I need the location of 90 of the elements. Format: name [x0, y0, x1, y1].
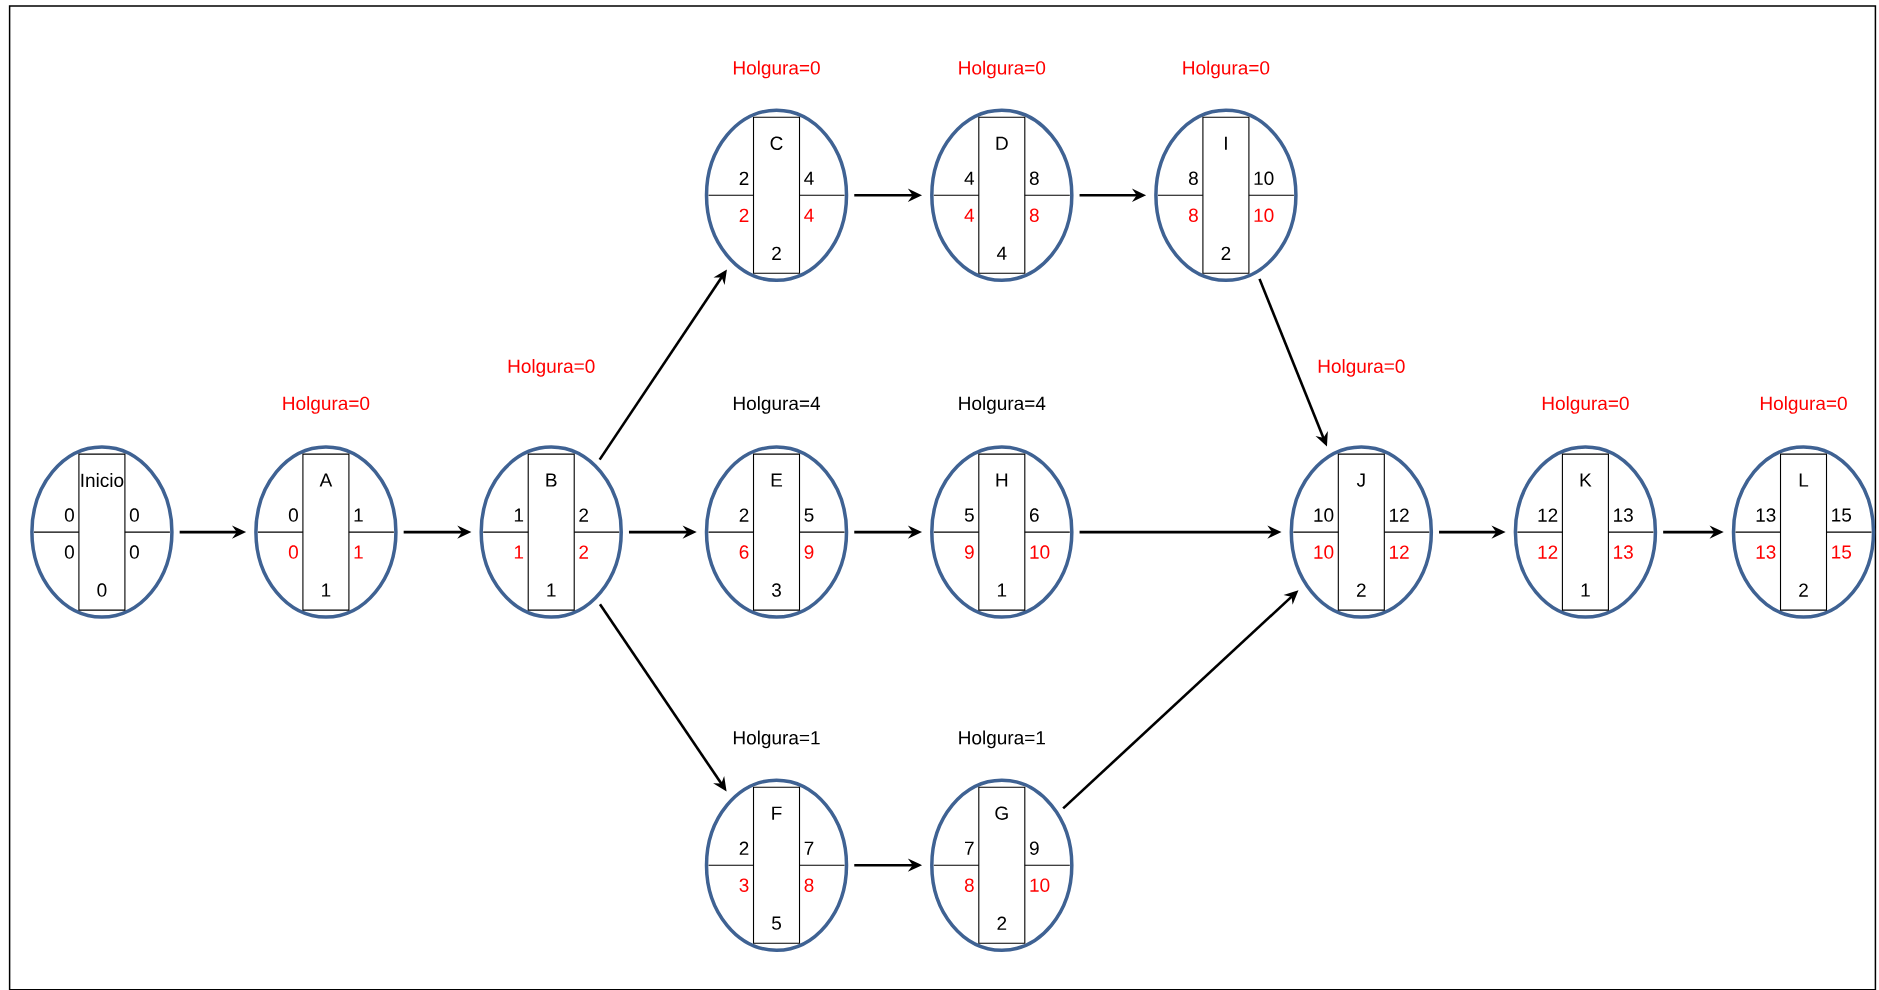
duration: 2 — [1357, 583, 1366, 597]
early-start: 2 — [739, 171, 749, 185]
duration: 1 — [1581, 583, 1590, 597]
late-start: 0 — [64, 545, 74, 559]
late-start: 10 — [1314, 545, 1334, 559]
duration: 2 — [1221, 246, 1231, 260]
slack-label: Holgura=0 — [1760, 396, 1847, 414]
late-finish: 10 — [1030, 545, 1050, 559]
activity-name: Inicio — [81, 473, 124, 488]
early-start: 0 — [64, 508, 74, 522]
slack-label: Holgura=1 — [959, 730, 1045, 749]
activity-name: D — [996, 136, 1008, 150]
early-finish: 2 — [579, 508, 589, 522]
late-finish: 1 — [354, 545, 363, 559]
late-finish: 10 — [1254, 208, 1274, 222]
early-finish: 0 — [129, 508, 139, 522]
activity-name: B — [546, 473, 557, 487]
late-start: 8 — [964, 878, 974, 892]
slack-label: Holgura=0 — [283, 396, 370, 414]
late-start: 0 — [288, 545, 298, 559]
late-finish: 13 — [1614, 545, 1633, 559]
early-start: 7 — [965, 841, 974, 855]
slack-label: Holgura=1 — [733, 730, 820, 749]
late-start: 8 — [1189, 208, 1198, 222]
slack-label: Holgura=0 — [733, 60, 820, 79]
slack-label: Holgura=0 — [1318, 359, 1405, 377]
early-start: 8 — [1189, 171, 1198, 185]
duration: 5 — [772, 916, 781, 930]
early-finish: 12 — [1389, 508, 1409, 522]
early-start: 13 — [1756, 508, 1776, 522]
activity-name: J — [1356, 473, 1365, 487]
duration: 2 — [772, 246, 781, 260]
activity-name: I — [1225, 136, 1227, 150]
late-finish: 15 — [1832, 545, 1852, 559]
late-finish: 12 — [1389, 545, 1409, 559]
activity-name: E — [771, 473, 783, 487]
early-start: 2 — [739, 508, 749, 522]
late-start: 4 — [964, 208, 975, 222]
activity-name: A — [319, 473, 333, 487]
duration: 0 — [97, 583, 107, 597]
early-start: 2 — [739, 841, 749, 855]
early-finish: 6 — [1029, 508, 1039, 522]
late-start: 12 — [1538, 545, 1558, 559]
activity-name: G — [995, 806, 1008, 820]
early-finish: 15 — [1832, 508, 1852, 522]
slack-label: Holgura=4 — [733, 396, 821, 414]
slack-label: Holgura=0 — [508, 359, 595, 377]
late-start: 9 — [964, 545, 974, 559]
late-start: 1 — [514, 545, 524, 559]
late-finish: 9 — [804, 545, 814, 559]
early-start: 10 — [1314, 508, 1334, 522]
early-start: 0 — [288, 508, 298, 522]
early-finish: 1 — [354, 508, 363, 522]
early-start: 5 — [964, 508, 974, 522]
activity-name: H — [996, 473, 1008, 487]
slack-label: Holgura=0 — [1542, 396, 1629, 414]
slack-label: Holgura=0 — [1183, 60, 1270, 79]
late-finish: 4 — [804, 208, 814, 222]
late-finish: 2 — [579, 545, 589, 559]
late-start: 2 — [739, 208, 749, 222]
early-start: 1 — [514, 508, 524, 522]
early-finish: 7 — [804, 841, 814, 855]
activity-name: C — [770, 136, 783, 150]
activity-name: F — [772, 806, 782, 820]
duration: 4 — [996, 246, 1007, 260]
duration: 1 — [997, 583, 1007, 597]
activity-name: K — [1580, 473, 1592, 487]
duration: 1 — [322, 583, 331, 597]
early-finish: 10 — [1254, 171, 1274, 185]
slack-label: Holgura=4 — [959, 396, 1046, 414]
early-start: 12 — [1538, 508, 1558, 522]
duration: 2 — [1799, 583, 1808, 597]
late-finish: 8 — [1029, 208, 1039, 222]
early-finish: 13 — [1614, 508, 1633, 522]
duration: 3 — [771, 583, 781, 597]
early-finish: 8 — [1029, 171, 1039, 185]
activity-name: L — [1799, 473, 1809, 487]
early-start: 4 — [964, 171, 975, 185]
late-start: 6 — [739, 545, 749, 559]
early-finish: 4 — [804, 171, 814, 185]
late-finish: 10 — [1030, 878, 1050, 892]
late-start: 3 — [739, 878, 749, 892]
slack-label: Holgura=0 — [959, 60, 1046, 79]
early-finish: 5 — [804, 508, 814, 522]
late-finish: 8 — [804, 878, 814, 892]
duration: 1 — [547, 583, 556, 597]
late-start: 13 — [1756, 545, 1776, 559]
late-finish: 0 — [129, 545, 139, 559]
early-finish: 9 — [1029, 841, 1039, 855]
duration: 2 — [997, 916, 1007, 930]
